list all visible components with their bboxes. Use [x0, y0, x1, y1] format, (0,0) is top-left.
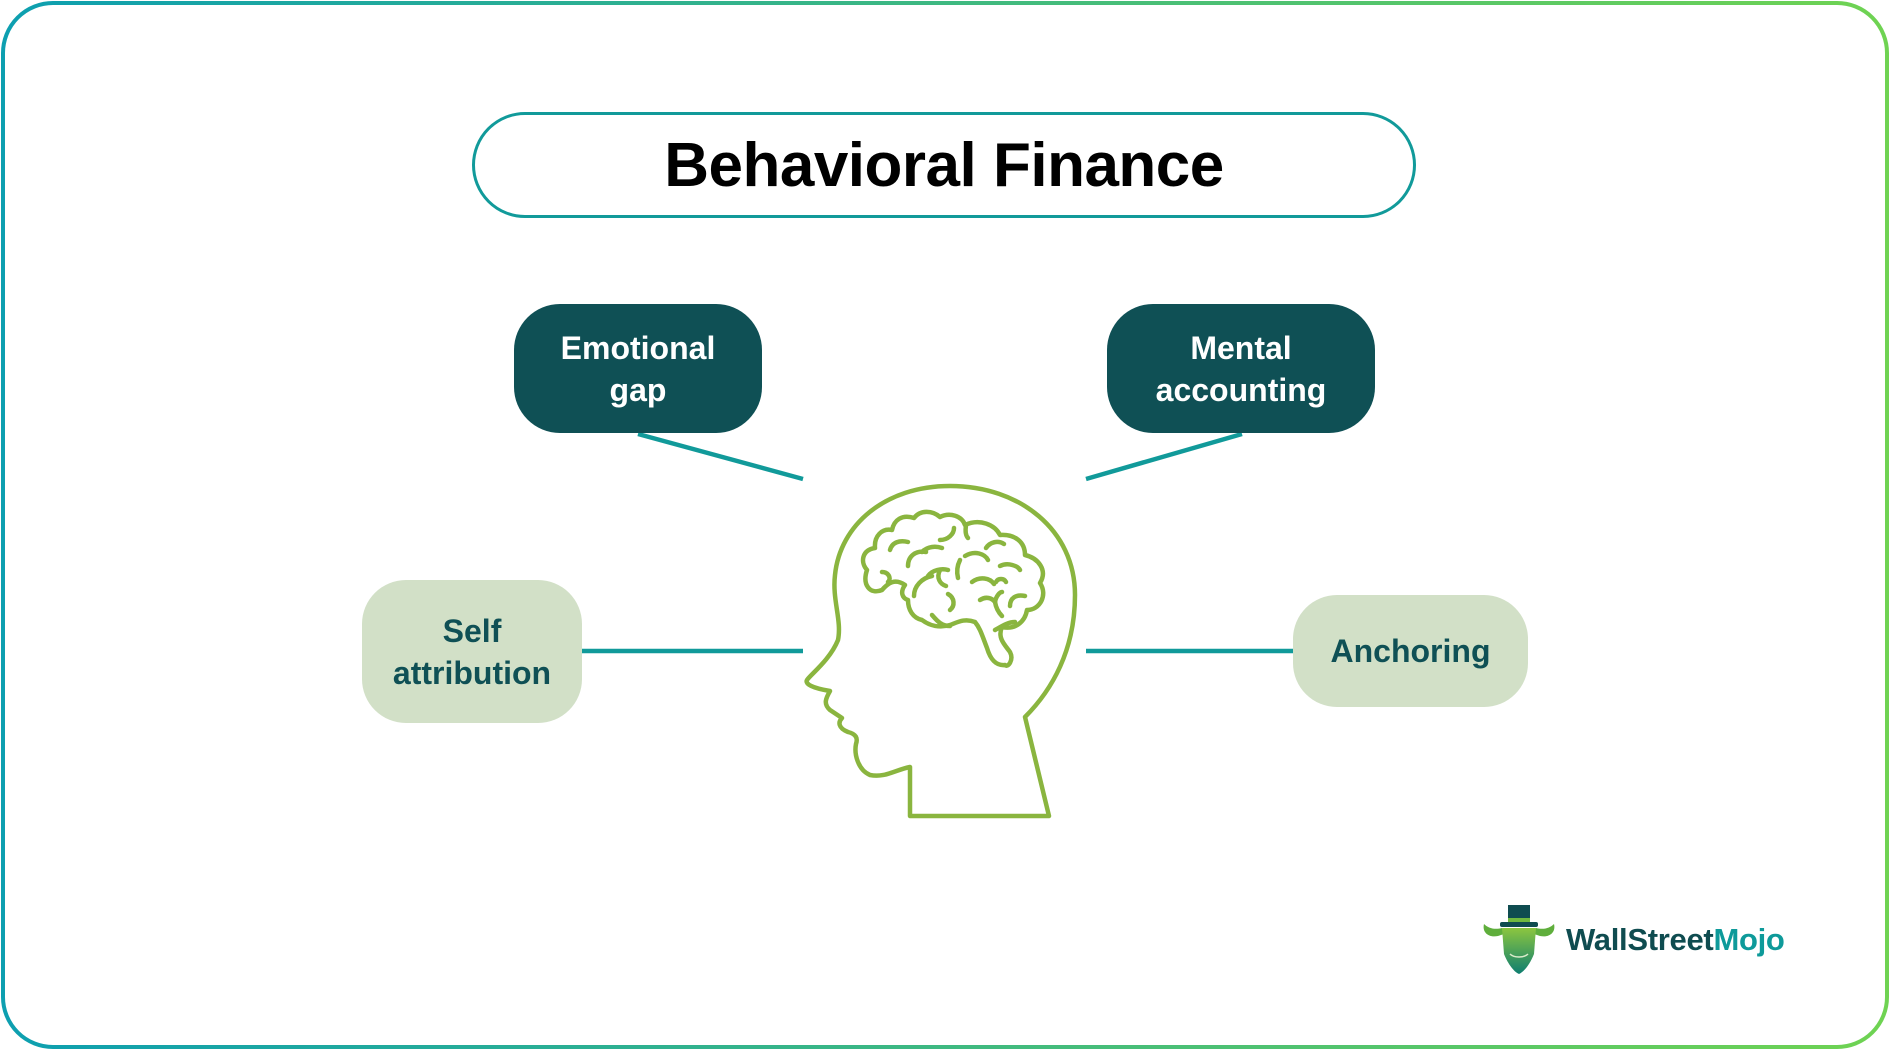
node-self-attribution: Self attribution	[362, 580, 582, 723]
page-title: Behavioral Finance	[664, 130, 1224, 200]
node-emotional-gap: Emotional gap	[514, 304, 762, 433]
wallstreetmojo-logo: WallStreetMojo	[1480, 902, 1785, 978]
node-label: Mental accounting	[1155, 329, 1327, 408]
connector-emotional-gap	[637, 431, 804, 482]
node-mental-accounting: Mental accounting	[1107, 304, 1375, 433]
bull-with-top-hat-logo-icon	[1483, 905, 1555, 974]
title-pill: Behavioral Finance	[472, 112, 1416, 218]
logo-text-wallstreet: WallStreet	[1566, 922, 1714, 957]
node-label: Anchoring	[1330, 633, 1491, 669]
head-with-brain-icon	[804, 483, 1078, 819]
logo-text-mojo: Mojo	[1713, 922, 1785, 957]
node-anchoring: Anchoring	[1293, 595, 1528, 707]
node-label: Emotional gap	[560, 329, 716, 408]
node-label: Self attribution	[392, 612, 552, 691]
logo-text: WallStreetMojo	[1566, 922, 1785, 958]
connector-mental-accounting	[1085, 431, 1243, 482]
